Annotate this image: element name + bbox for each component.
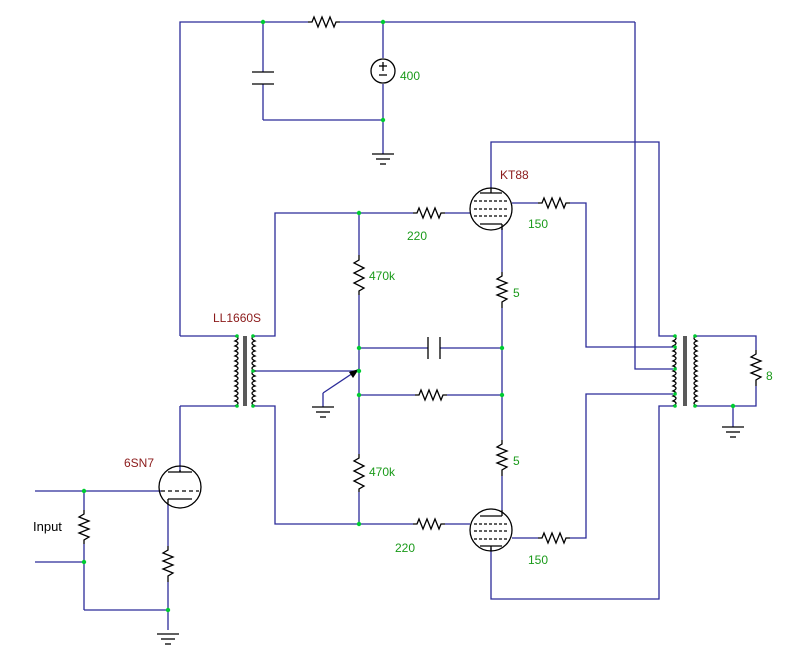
output-tube-upper bbox=[469, 187, 513, 231]
output-tube-lower bbox=[469, 508, 513, 552]
grid-resistor-lower bbox=[352, 454, 366, 492]
balance-resistor bbox=[415, 388, 447, 402]
cathode-resistor-lower bbox=[495, 440, 509, 476]
screen-resistor-lower-label: 150 bbox=[528, 553, 548, 567]
grid-resistor-upper bbox=[352, 255, 366, 295]
screen-resistor-upper bbox=[538, 196, 570, 210]
cathode-resistor-upper bbox=[495, 272, 509, 308]
grid-stopper-upper-label: 220 bbox=[407, 229, 427, 243]
junction-dots bbox=[81, 19, 736, 613]
screen-resistor-upper-label: 150 bbox=[528, 217, 548, 231]
grid-resistor-upper-label: 470k bbox=[369, 269, 396, 283]
ground-bias bbox=[312, 406, 334, 418]
driver-tube-label: 6SN7 bbox=[124, 456, 154, 470]
ground-output bbox=[722, 426, 744, 438]
output-tube-label: KT88 bbox=[500, 168, 529, 182]
grid-resistor-lower-label: 470k bbox=[369, 465, 396, 479]
driver-tube bbox=[158, 465, 202, 509]
cathode-resistor-lower-label: 5 bbox=[513, 454, 520, 468]
supply-voltage-label: 400 bbox=[400, 69, 420, 83]
grid-stopper-lower bbox=[413, 517, 445, 531]
top-resistor bbox=[308, 15, 340, 29]
ground-input bbox=[157, 633, 179, 645]
grid-stopper-upper bbox=[413, 206, 445, 220]
dc-supply bbox=[370, 58, 396, 84]
driver-cathode-resistor bbox=[161, 546, 175, 582]
filter-capacitor bbox=[252, 71, 274, 85]
wires bbox=[35, 21, 757, 630]
input-label: Input bbox=[33, 519, 62, 534]
load-resistor-label: 8 bbox=[766, 369, 773, 383]
load-resistor bbox=[749, 350, 763, 386]
input-transformer-label: LL1660S bbox=[213, 311, 261, 325]
ground-supply bbox=[372, 153, 394, 165]
grid-stopper-lower-label: 220 bbox=[395, 541, 415, 555]
input-transformer bbox=[233, 335, 257, 407]
coupling-capacitor bbox=[427, 337, 441, 359]
input-resistor bbox=[77, 510, 91, 544]
cathode-resistor-upper-label: 5 bbox=[513, 286, 520, 300]
screen-resistor-lower bbox=[538, 531, 570, 545]
